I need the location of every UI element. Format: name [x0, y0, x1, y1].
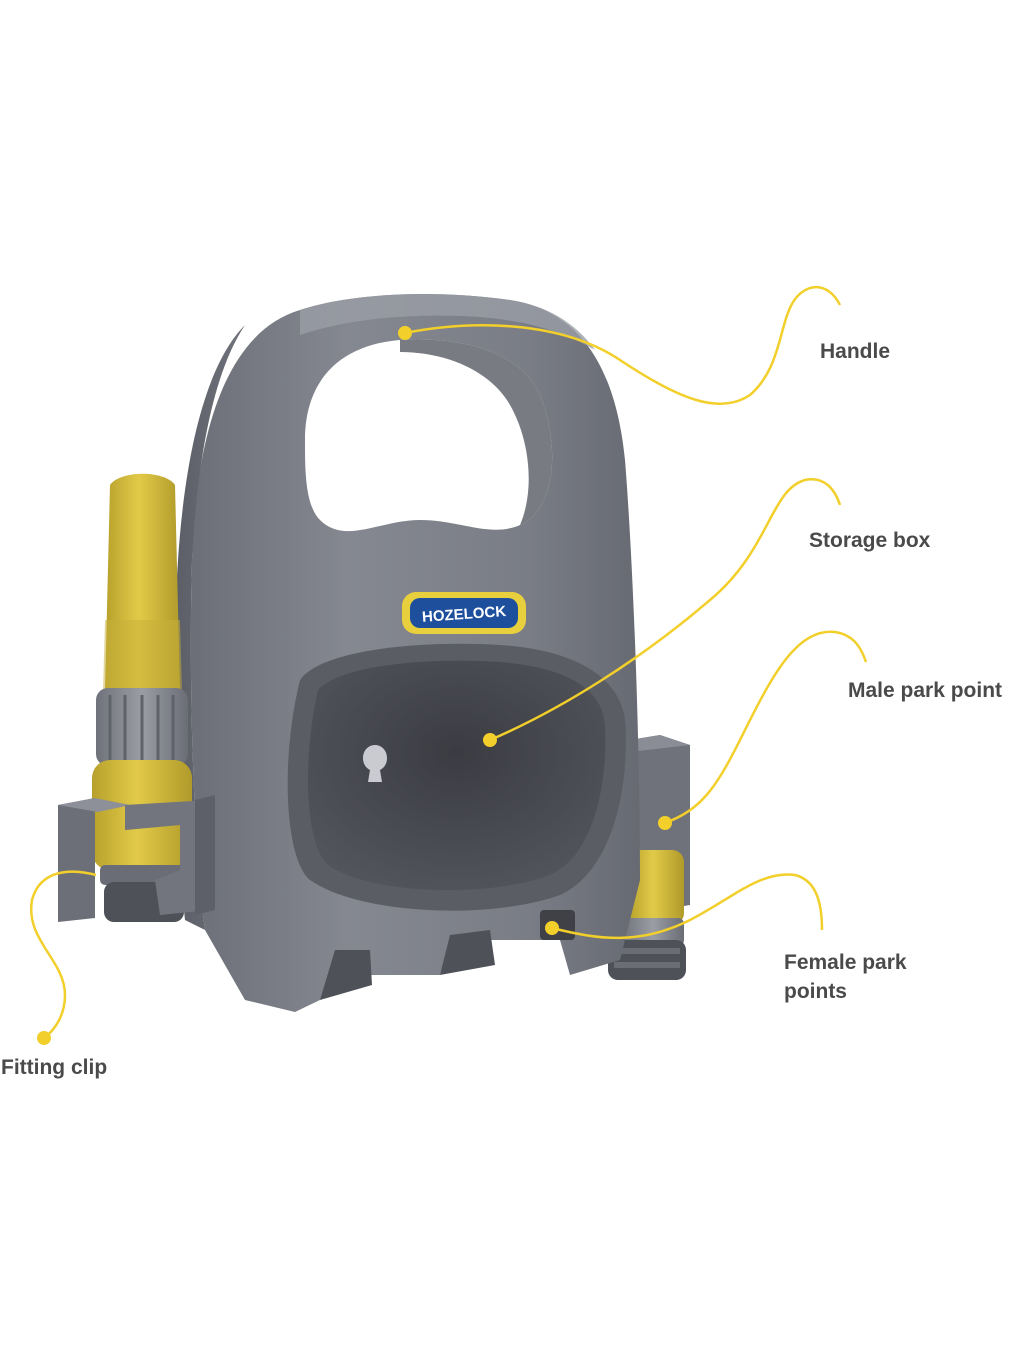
- handle-opening: [305, 339, 553, 532]
- leader-lines: [29, 285, 868, 1040]
- leader-fitting-clip: [29, 870, 97, 1040]
- leader-male-park-point: [664, 630, 868, 825]
- label-female-line1: Female park: [784, 951, 907, 974]
- right-connector: [608, 850, 686, 980]
- keyhole-icon: [363, 745, 387, 782]
- label-female-park-points: Female park points: [784, 948, 944, 1006]
- dot-female-park-points: [545, 921, 559, 935]
- dot-male-park-point: [658, 816, 672, 830]
- label-female-line2: points: [784, 980, 847, 1003]
- label-male-park-point: Male park point: [848, 679, 1003, 702]
- storage-box: [287, 643, 626, 911]
- hose-nozzle: [92, 473, 192, 922]
- dot-fitting-clip: [37, 1031, 51, 1045]
- dot-handle: [398, 326, 412, 340]
- label-fitting-clip: Fitting clip: [1, 1056, 108, 1079]
- logo-text: HOZELOCK: [422, 603, 507, 626]
- fitting-clip: [58, 795, 215, 922]
- dot-storage-box: [483, 733, 497, 747]
- label-handle: Handle: [820, 340, 891, 363]
- callout-dots: [37, 326, 672, 1045]
- leader-handle: [404, 285, 842, 406]
- leader-female-park-points: [551, 873, 824, 940]
- label-storage-box: Storage box: [809, 529, 931, 552]
- hozelock-logo: HOZELOCK: [402, 592, 526, 634]
- leader-storage-box: [489, 478, 842, 742]
